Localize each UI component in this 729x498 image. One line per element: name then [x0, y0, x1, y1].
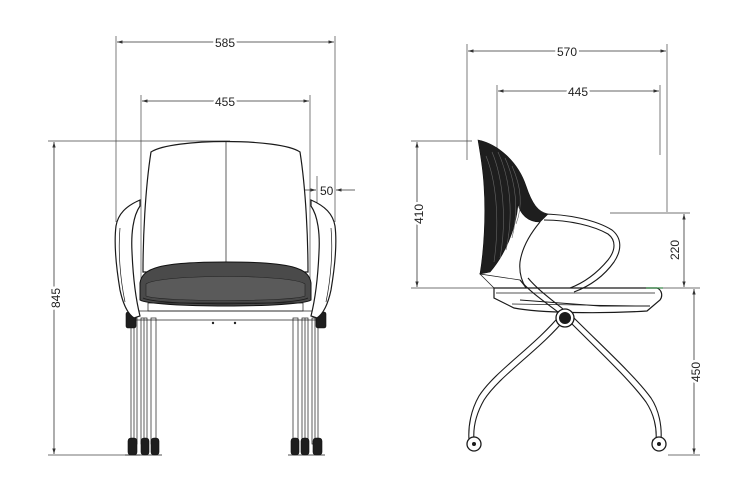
front-seat-width-label: 455 — [215, 95, 235, 109]
side-view: 570 445 410 220 450 — [410, 43, 706, 456]
side-seat-height-dimension: 450 — [662, 287, 706, 456]
side-back-height-label: 410 — [412, 204, 426, 224]
front-left-armrest — [114, 199, 141, 319]
side-seat-depth-label: 445 — [568, 85, 588, 99]
side-overall-depth-dimension: 570 — [466, 43, 668, 212]
side-armrest-height-dimension: 220 — [610, 212, 690, 287]
side-back-height-dimension: 410 — [410, 140, 500, 289]
side-casters — [466, 436, 667, 452]
front-right-armrest — [310, 199, 337, 319]
front-armrest-width-label: 50 — [320, 184, 334, 198]
front-overall-width-label: 585 — [215, 36, 235, 50]
front-view: 585 455 50 845 — [47, 34, 355, 456]
side-armrest — [519, 213, 621, 293]
front-backrest — [142, 140, 309, 273]
side-seat-pan — [493, 287, 663, 314]
side-seat-height-label: 450 — [689, 362, 703, 382]
side-seat-depth-dimension: 445 — [496, 83, 661, 155]
front-overall-height-dimension: 845 — [47, 140, 230, 456]
front-left-legs — [130, 317, 157, 445]
front-right-legs — [292, 317, 319, 445]
front-casters — [125, 437, 325, 456]
side-armrest-height-label: 220 — [668, 240, 682, 260]
front-overall-height-label: 845 — [49, 288, 63, 308]
front-seat-cushion — [139, 261, 312, 312]
side-backrest — [477, 139, 549, 289]
side-x-legs — [468, 313, 663, 441]
front-overall-width-dimension: 585 — [115, 34, 336, 222]
front-seat-width-dimension: 455 — [140, 93, 311, 300]
side-overall-depth-label: 570 — [557, 45, 577, 59]
side-hinge-joint — [519, 277, 575, 328]
